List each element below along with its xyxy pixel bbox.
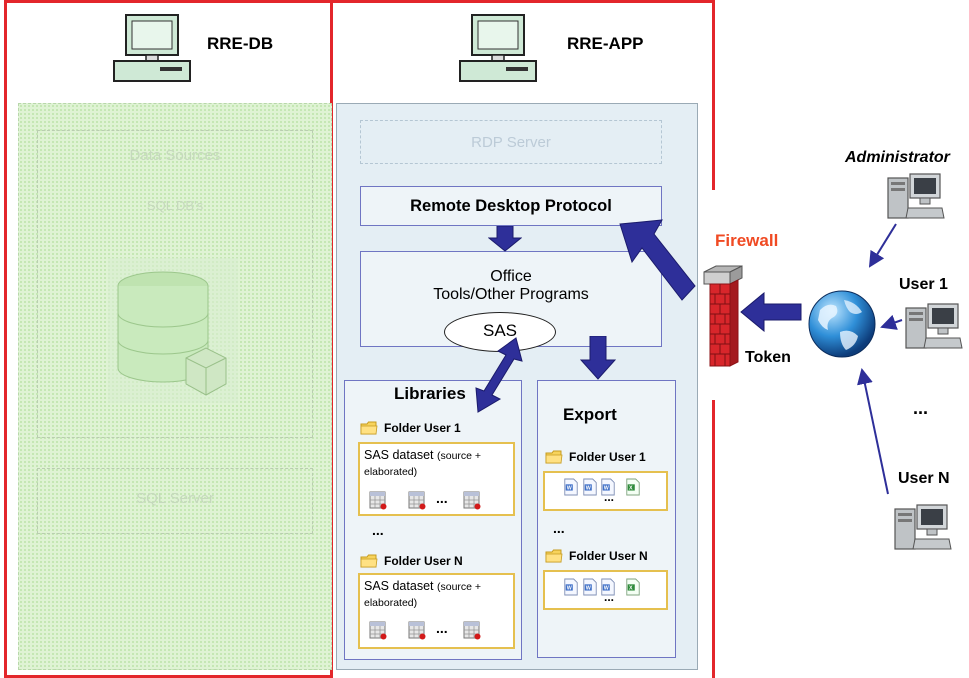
rre-app-frame <box>330 0 715 190</box>
user-1-label: User 1 <box>899 276 948 293</box>
dataset-note-1a: (source + <box>436 450 482 462</box>
arrow-sas-libraries <box>475 337 523 413</box>
word-doc-icon <box>563 478 579 496</box>
word-doc-icon <box>582 578 598 596</box>
dataset-note-na: (source + <box>436 581 482 593</box>
export-box <box>537 380 676 658</box>
computer-icon <box>458 12 538 84</box>
folder-icon <box>545 549 563 563</box>
lib-folder-n-label: Folder User N <box>384 554 463 568</box>
token-label: Token <box>745 349 791 366</box>
office-label-line1: Office <box>490 268 532 285</box>
export-folder-n-label: Folder User N <box>569 549 648 563</box>
sas-ellipse: SAS <box>444 312 556 352</box>
folder-icon <box>360 554 378 568</box>
sas-file-icon <box>368 620 388 640</box>
dataset-note-nb: elaborated) <box>364 597 418 609</box>
sas-file-icon <box>462 490 482 510</box>
data-sources-box: Data Sources SQL DB's <box>37 130 313 438</box>
dataset-main-1: SAS dataset <box>364 448 434 462</box>
computer-icon <box>112 12 192 84</box>
sql-server-box: SQL Server <box>37 468 313 534</box>
rdp-label: Remote Desktop Protocol <box>410 197 612 215</box>
firewall-icon <box>703 265 743 367</box>
word-doc-icon <box>563 578 579 596</box>
sas-file-icon <box>462 620 482 640</box>
export-files-ellipsis-n: ... <box>604 590 615 604</box>
ghost-data-sources-label: Data Sources <box>129 147 221 164</box>
lib-folder-1: Folder User 1 <box>360 421 461 435</box>
user-connector-arrows <box>857 223 903 495</box>
export-users-ellipsis: ... <box>553 520 565 536</box>
ghost-sql-dbs-label: SQL DB's <box>146 198 204 213</box>
rre-app-frame-right-lower <box>712 400 715 678</box>
firewall-label: Firewall <box>715 231 779 250</box>
arrow-globe-to-firewall <box>740 292 802 332</box>
user1-connector <box>880 314 903 330</box>
excel-doc-icon <box>625 578 641 596</box>
dataset-title-n: SAS dataset (source + elaborated) <box>364 579 509 611</box>
globe-icon <box>808 290 876 358</box>
libraries-label: Libraries <box>394 384 466 403</box>
sas-label: SAS <box>482 321 518 340</box>
export-folder-1: Folder User 1 <box>545 450 646 464</box>
excel-doc-icon <box>625 478 641 496</box>
ghost-rdp-server-label: RDP Server <box>471 134 551 151</box>
ghost-sql-server-label: SQL Server <box>136 490 214 507</box>
arrow-rdp-to-office <box>488 226 522 252</box>
users-ellipsis: ... <box>913 398 929 418</box>
rre-app-title: RRE-APP <box>567 34 644 53</box>
lib-files-ellipsis-1: ... <box>436 490 448 506</box>
word-doc-icon <box>582 478 598 496</box>
sas-file-icon <box>368 490 388 510</box>
export-files-ellipsis-1: ... <box>604 490 615 504</box>
administrator-label: Administrator <box>845 149 950 166</box>
usern-connector <box>857 368 889 495</box>
sas-file-icon <box>407 620 427 640</box>
lib-folder-n: Folder User N <box>360 554 463 568</box>
arrow-office-to-export <box>580 336 616 380</box>
rdp-box: Remote Desktop Protocol <box>360 186 662 226</box>
dataset-title-1: SAS dataset (source + elaborated) <box>364 448 509 480</box>
export-label: Export <box>563 405 617 424</box>
office-label-line2: Tools/Other Programs <box>433 286 589 303</box>
lib-dataset-box-n: SAS dataset (source + elaborated) <box>358 573 515 649</box>
rdp-server-box: RDP Server <box>360 120 662 164</box>
export-folder-n: Folder User N <box>545 549 648 563</box>
folder-icon <box>360 421 378 435</box>
dataset-main-n: SAS dataset <box>364 579 434 593</box>
lib-users-ellipsis: ... <box>372 522 384 538</box>
pc-icon <box>893 503 953 553</box>
rre-db-title: RRE-DB <box>207 34 274 53</box>
arrow-firewall-to-rdp <box>619 219 696 301</box>
lib-files-ellipsis-n: ... <box>436 620 448 636</box>
user-n-label: User N <box>898 470 950 487</box>
dataset-note-1b: elaborated) <box>364 466 418 478</box>
export-folder-1-label: Folder User 1 <box>569 450 646 464</box>
database-icon <box>108 258 238 403</box>
lib-folder-1-label: Folder User 1 <box>384 421 461 435</box>
admin-connector <box>868 223 897 268</box>
folder-icon <box>545 450 563 464</box>
sas-file-icon <box>407 490 427 510</box>
